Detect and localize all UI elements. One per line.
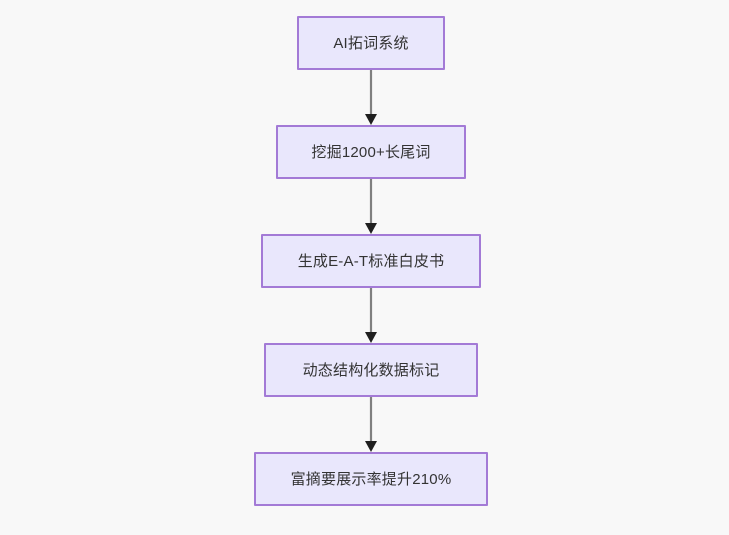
flow-node-longtail-keywords[interactable]: 挖掘1200+长尾词 [276, 125, 466, 179]
flow-edge-3-arrowhead [365, 332, 377, 343]
flow-edge-1 [365, 70, 377, 125]
flow-node-label: AI拓词系统 [333, 34, 409, 52]
flow-node-label: 挖掘1200+长尾词 [311, 143, 431, 161]
flow-edge-4 [365, 397, 377, 452]
flow-edge-1-arrowhead [365, 114, 377, 125]
flow-node-eat-whitepaper[interactable]: 生成E-A-T标准白皮书 [261, 234, 481, 288]
flow-edge-2-arrowhead [365, 223, 377, 234]
flow-node-rich-snippet-result[interactable]: 富摘要展示率提升210% [254, 452, 488, 506]
flow-node-ai-keyword-system[interactable]: AI拓词系统 [297, 16, 445, 70]
flow-edge-3 [365, 288, 377, 343]
flow-edge-2 [365, 179, 377, 234]
flow-node-label: 动态结构化数据标记 [302, 361, 440, 379]
flow-node-label: 富摘要展示率提升210% [290, 470, 452, 488]
flow-node-label: 生成E-A-T标准白皮书 [297, 252, 445, 270]
flow-node-structured-data-markup[interactable]: 动态结构化数据标记 [264, 343, 478, 397]
flow-edge-4-arrowhead [365, 441, 377, 452]
